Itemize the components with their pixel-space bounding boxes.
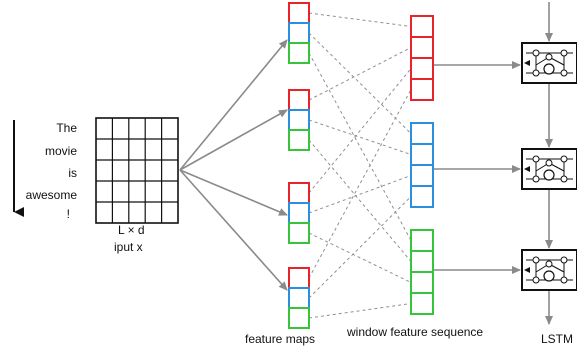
window-cell <box>410 122 434 145</box>
dashed-connections <box>308 12 412 319</box>
fan-arrow <box>179 169 288 291</box>
lstm-gate <box>532 155 540 163</box>
lstm-input-arrowhead <box>524 267 530 273</box>
lstm-cell <box>521 249 577 291</box>
window-cell <box>410 143 434 166</box>
lstm-gate <box>532 49 540 57</box>
dashed-connection <box>308 175 412 214</box>
window-cell <box>410 78 434 101</box>
lstm-gate <box>560 155 568 163</box>
fan-arrow <box>179 169 288 216</box>
feature-map-cell <box>288 222 310 244</box>
dashed-connection <box>308 139 412 262</box>
lstm-gate <box>560 256 568 264</box>
lstm-gate <box>545 159 553 167</box>
input-word: movie <box>45 144 77 158</box>
lstm-gate <box>532 256 540 264</box>
window-group <box>410 229 434 315</box>
lstm-cell <box>521 42 577 84</box>
window-cell <box>410 36 434 59</box>
lstm-cell-border <box>521 42 577 84</box>
feature-map-stack <box>288 2 310 64</box>
lstm-cell-border <box>521 148 577 190</box>
window-group <box>410 15 434 101</box>
lstm-cell-state <box>543 63 555 75</box>
feature-maps-label: feature maps <box>245 332 315 346</box>
lstm-cells <box>521 42 577 291</box>
lstm-arrows <box>433 2 553 325</box>
lstm-input-arrowhead <box>524 166 530 172</box>
feature-map-cell <box>288 182 310 204</box>
matrix-border <box>95 117 179 224</box>
window-feature-sequence <box>410 15 434 315</box>
lstm-cell <box>521 148 577 190</box>
lstm-gate <box>545 260 553 268</box>
dashed-connection <box>308 12 412 27</box>
lstm-gate <box>532 276 540 284</box>
dashed-connection <box>308 232 412 283</box>
fan-arrow <box>179 39 288 171</box>
lstm-cell-border <box>521 249 577 291</box>
feature-map-cell <box>288 267 310 289</box>
feature-map-stack <box>288 267 310 329</box>
input-matrix <box>95 117 179 224</box>
feature-map-cell <box>288 202 310 224</box>
feature-map-cell <box>288 2 310 24</box>
window-cell <box>410 292 434 315</box>
feature-map-cell <box>288 89 310 111</box>
lstm-gate <box>560 49 568 57</box>
lstm-gate <box>545 53 553 61</box>
dashed-connection <box>308 68 412 194</box>
window-group <box>410 122 434 208</box>
dashed-connection <box>308 196 412 299</box>
feature-map-cell <box>288 129 310 151</box>
dashed-connection <box>308 89 412 279</box>
lstm-gate <box>532 175 540 183</box>
lstm-label: LSTM <box>541 332 573 346</box>
feature-map-cell <box>288 307 310 329</box>
feature-map-cell <box>288 287 310 309</box>
lstm-gate <box>560 276 568 284</box>
feature-map-stack <box>288 182 310 244</box>
window-sequence-label: window feature sequence <box>346 325 483 339</box>
window-cell <box>410 271 434 294</box>
lstm-gate <box>532 69 540 77</box>
lstm-cell-state <box>543 169 555 181</box>
feature-map-cell <box>288 42 310 64</box>
input-to-feature-map-arrows <box>179 39 288 291</box>
feature-map-stack <box>288 89 310 151</box>
feature-map-cell <box>288 22 310 44</box>
window-cell <box>410 57 434 80</box>
fan-arrow <box>179 109 288 171</box>
lstm-cell-state <box>543 270 555 282</box>
lstm-gate <box>560 175 568 183</box>
window-cell <box>410 229 434 252</box>
input-word: awesome <box>26 188 78 202</box>
dashed-connection <box>308 303 412 319</box>
feature-map-cell <box>288 109 310 131</box>
window-cell <box>410 250 434 273</box>
dashed-connection <box>308 119 412 155</box>
feature-maps <box>288 2 310 329</box>
window-cell <box>410 15 434 38</box>
window-cell <box>410 164 434 187</box>
input-caption: iput x <box>114 240 143 254</box>
dashed-connection <box>308 47 412 101</box>
window-cell <box>410 185 434 208</box>
matrix-dimension-label: L × d <box>118 223 145 237</box>
lstm-input-arrowhead <box>524 60 530 66</box>
input-word: is <box>68 166 77 180</box>
lstm-gate <box>560 69 568 77</box>
input-words: The movie is awesome ! <box>26 121 78 221</box>
input-word: ! <box>67 207 70 221</box>
input-word: The <box>56 121 77 135</box>
